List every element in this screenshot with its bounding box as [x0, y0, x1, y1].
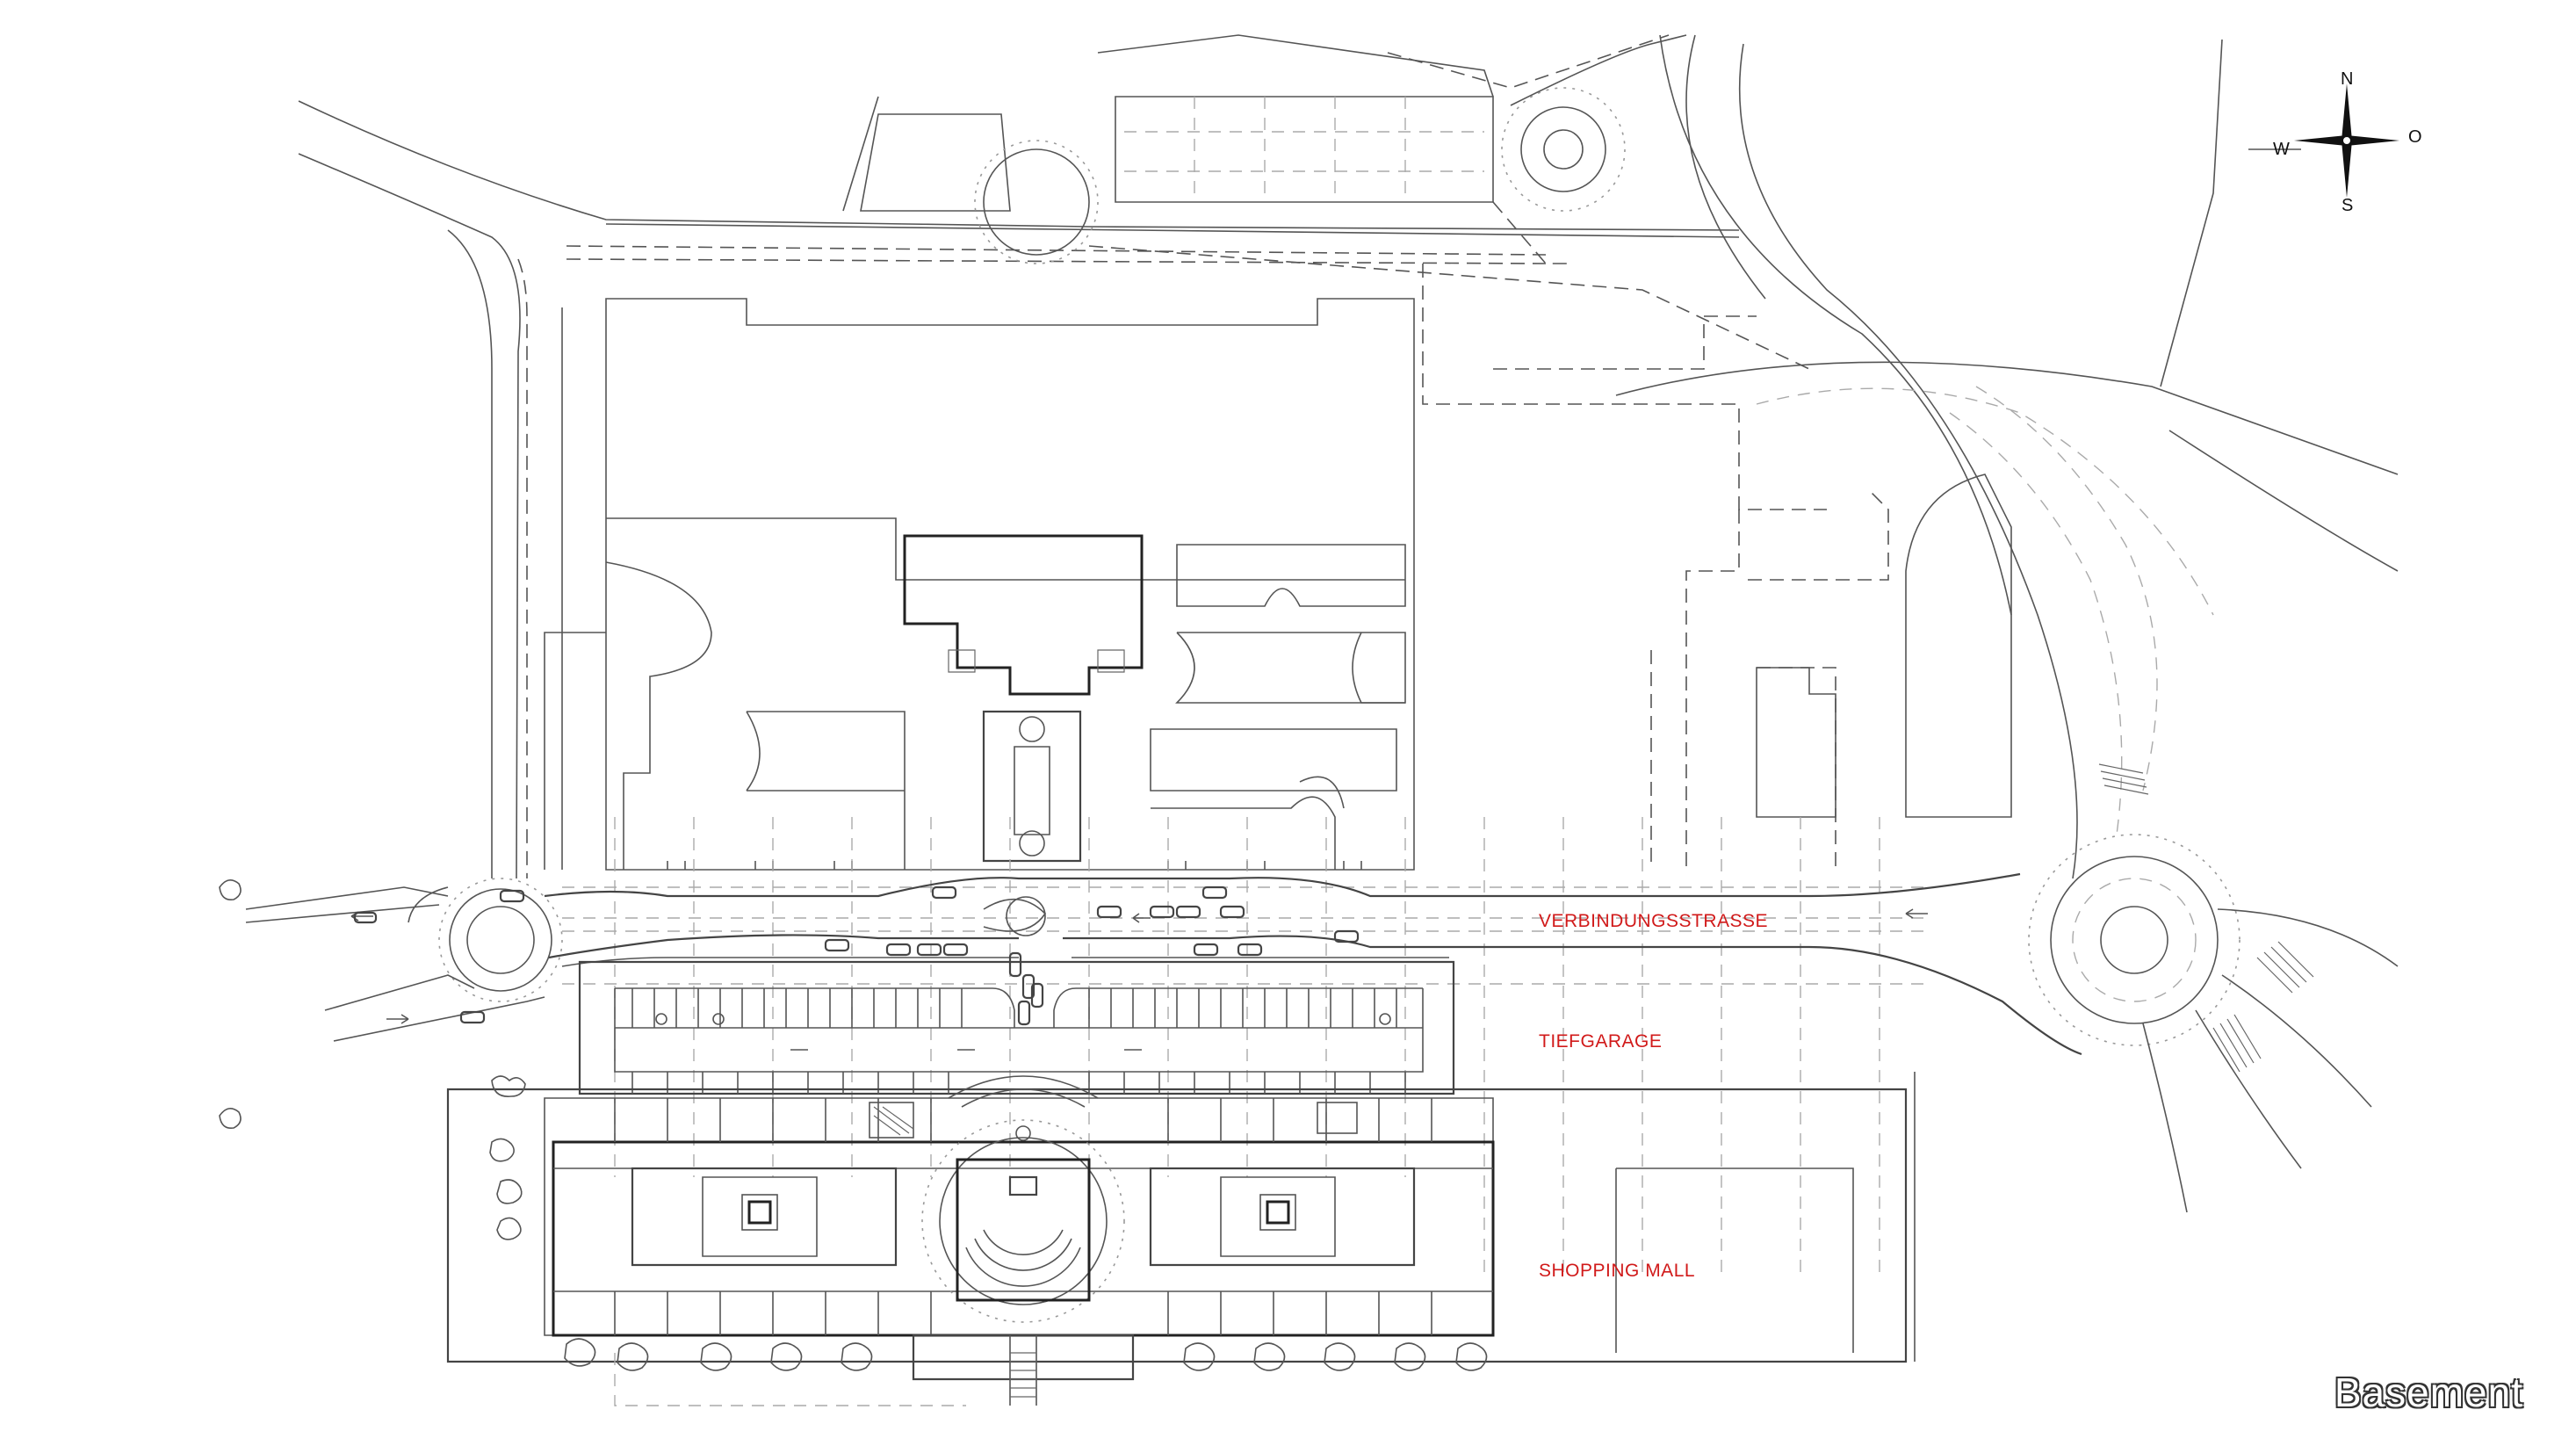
connecting-road [245, 872, 2082, 1056]
east-road-network [1615, 34, 2399, 1213]
upper-road-network [298, 100, 1810, 879]
compass-s: S [2341, 196, 2353, 215]
crosswalk-right [2256, 941, 2314, 994]
compass-o: O [2408, 127, 2422, 147]
structural-grid [562, 817, 1932, 1274]
north-building-cluster [842, 34, 1766, 300]
crosswalk-upper [2098, 763, 2149, 795]
underground-garage [578, 960, 1455, 1095]
street-label: VERBINDUNGSSTRASSE [1539, 911, 1768, 931]
garage-label: TIEFGARAGE [1539, 1031, 1662, 1052]
compass-w: W [2273, 140, 2290, 159]
crosswalk-lower [2212, 1014, 2262, 1073]
cars [353, 886, 1360, 1026]
plan-caption: Basement [2334, 1370, 2523, 1415]
east-parcels [1422, 264, 2012, 870]
compass-rose-icon: N S W O [2273, 69, 2422, 215]
compass-n: N [2341, 69, 2353, 89]
trees [219, 879, 1488, 1371]
central-complex [544, 298, 1415, 871]
shopping-mall [446, 1072, 1916, 1406]
mall-label: SHOPPING MALL [1539, 1261, 1695, 1281]
